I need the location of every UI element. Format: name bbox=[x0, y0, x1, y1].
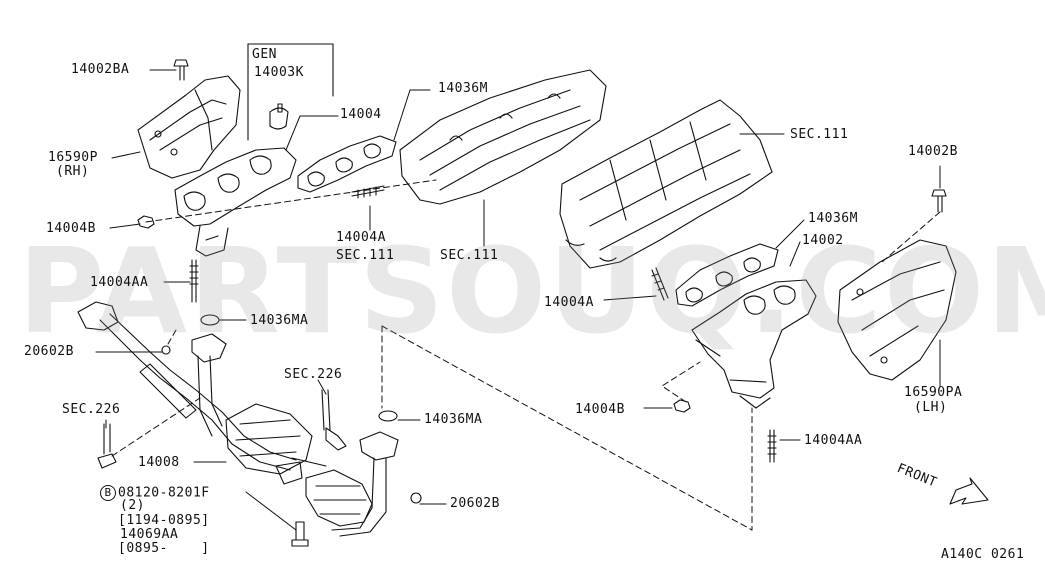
label-bolt-range2: [0895- ] bbox=[118, 541, 210, 556]
label-sec226-left: SEC.226 bbox=[62, 402, 121, 417]
label-14004aa-right: 14004AA bbox=[804, 433, 863, 448]
gen-plug-icon bbox=[269, 107, 289, 130]
dashed-lines bbox=[111, 179, 941, 531]
front-arrow-icon bbox=[949, 477, 989, 505]
bolt-14002ba bbox=[173, 59, 189, 81]
gen-box-title: GEN bbox=[252, 47, 277, 62]
bolt-14069aa bbox=[291, 521, 309, 547]
gasket-14036m-top bbox=[297, 135, 397, 193]
label-14002-right: 14002 bbox=[802, 233, 844, 248]
label-sec226-mid: SEC.226 bbox=[284, 367, 343, 382]
label-bolt-range1: [1194-0895] bbox=[118, 513, 210, 528]
gasket-14036m-right bbox=[675, 243, 779, 307]
label-14004aa-left: 14004AA bbox=[90, 275, 149, 290]
label-14002b: 14002B bbox=[908, 144, 958, 159]
leader-lines bbox=[95, 69, 941, 531]
heat-shield-lh bbox=[837, 239, 957, 381]
stud-14004a-right bbox=[651, 267, 669, 301]
cylinder-head-rh bbox=[399, 69, 607, 205]
oxygen-sensor-mid bbox=[321, 389, 347, 451]
gasket-14036ma-top bbox=[200, 314, 220, 326]
rear-exhaust-pipe bbox=[331, 410, 422, 537]
label-bolt-qty: (2) bbox=[120, 498, 145, 513]
label-sec111-mid: SEC.111 bbox=[336, 248, 395, 263]
nut-20602b-right bbox=[410, 492, 422, 504]
gen-box-part: 14003K bbox=[254, 65, 304, 80]
bolt-symbol-icon: B bbox=[100, 485, 116, 501]
label-20602b-left: 20602B bbox=[24, 344, 74, 359]
label-16590pa: 16590PA bbox=[904, 385, 963, 400]
exhaust-manifold-rh bbox=[174, 147, 297, 257]
label-bolt-part: 08120-8201F bbox=[118, 485, 210, 501]
label-16590p: 16590P bbox=[48, 150, 98, 165]
catalytic-converter bbox=[225, 403, 373, 527]
label-14004a-right: 14004A bbox=[544, 295, 594, 310]
bracket bbox=[275, 461, 303, 485]
oxygen-sensor-left bbox=[97, 423, 117, 469]
exhaust-manifold-lh bbox=[691, 279, 817, 409]
label-20602b-right: 20602B bbox=[450, 496, 500, 511]
label-16590pa-side: (LH) bbox=[914, 400, 948, 415]
label-14004-top: 14004 bbox=[340, 107, 382, 122]
gasket-14036ma-mid bbox=[378, 410, 398, 422]
nut-20602b-left bbox=[161, 345, 171, 355]
bolt-14002b bbox=[931, 189, 947, 213]
cylinder-head-lh bbox=[559, 99, 773, 269]
label-14036ma-mid: 14036MA bbox=[424, 412, 483, 427]
label-14036ma-top: 14036MA bbox=[250, 313, 309, 328]
label-14002ba: 14002BA bbox=[71, 62, 130, 77]
stud-14004aa-right bbox=[767, 429, 777, 463]
label-14036m-top: 14036M bbox=[438, 81, 488, 96]
label-sec111-top: SEC.111 bbox=[790, 127, 849, 142]
label-14004a-mid: 14004A bbox=[336, 230, 386, 245]
front-exhaust-pipe bbox=[77, 301, 297, 471]
label-14069aa: 14069AA bbox=[120, 527, 179, 542]
nut-14004b-left bbox=[137, 215, 155, 229]
diagram-code: A140C 0261 bbox=[941, 547, 1025, 562]
nut-14004b-right bbox=[673, 399, 691, 413]
heat-shield-rh bbox=[137, 75, 241, 179]
label-14008: 14008 bbox=[138, 455, 180, 470]
label-14036m-right: 14036M bbox=[808, 211, 858, 226]
label-16590p-side: (RH) bbox=[56, 164, 90, 179]
label-14004b-right: 14004B bbox=[575, 402, 625, 417]
stud-14004aa-left bbox=[189, 259, 199, 303]
gen-box bbox=[247, 43, 334, 141]
label-14004b-left: 14004B bbox=[46, 221, 96, 236]
label-sec111-right: SEC.111 bbox=[440, 248, 499, 263]
